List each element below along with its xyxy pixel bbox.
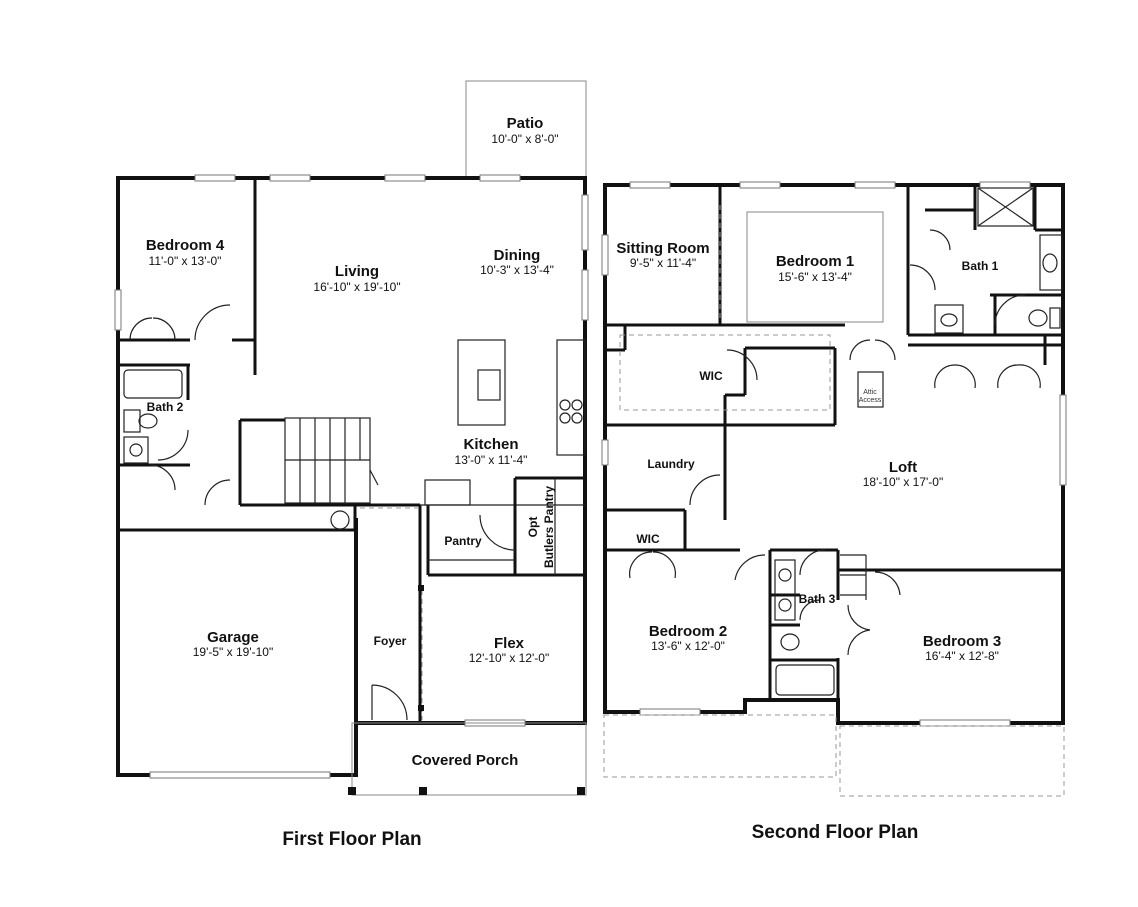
bedroom1-label: Bedroom 1 (776, 253, 854, 270)
kitchen-label: Kitchen (463, 436, 518, 453)
second-floor-plan: Sitting Room 9'-5" x 11'-4" Bedroom 1 15… (601, 181, 1067, 843)
toilet-icon (1028, 309, 1048, 327)
first-floor-stairs (284, 417, 379, 504)
shower-icon (977, 187, 1034, 227)
bedroom3-label: Bedroom 3 (923, 633, 1001, 650)
bedroom4-dimensions: 11'-0" x 13'-0" (149, 254, 222, 268)
patio-label: Patio (507, 115, 544, 132)
bath2-label: Bath 2 (147, 400, 184, 414)
loft-label: Loft (889, 459, 917, 476)
second-floor-doors (629, 229, 1041, 656)
butlers-pantry-label-2: Butlers Pantry (542, 486, 556, 568)
first-floor-roof-outline-right (839, 725, 1065, 797)
second-floor-stairs (840, 554, 867, 600)
kitchen-dimensions: 13'-0" x 11'-4" (455, 453, 528, 467)
attic-access-label-1: Attic (863, 389, 877, 396)
covered-porch-label: Covered Porch (412, 752, 519, 769)
second-floor-windows (601, 181, 1067, 727)
garage-label: Garage (207, 629, 259, 646)
first-floor-title: First Floor Plan (282, 829, 421, 850)
bath3-sink-icon (778, 568, 792, 582)
toilet-icon (780, 633, 800, 651)
bath1-label: Bath 1 (962, 259, 999, 273)
bedroom2-dimensions: 13'-6" x 12'-0" (651, 639, 725, 653)
bedroom3-dimensions: 16'-4" x 12'-8" (925, 649, 999, 663)
bath2-fixtures (123, 369, 183, 464)
second-floor-interior-walls (605, 185, 1063, 700)
stove-burner-icon (559, 399, 571, 411)
bath3-fixtures (774, 559, 835, 696)
first-floor-interior-walls (118, 178, 585, 723)
covered-porch (348, 585, 587, 796)
dining-label: Dining (494, 247, 541, 264)
bathtub-icon (775, 664, 835, 696)
patio-dimensions: 10'-0" x 8'-0" (491, 132, 558, 146)
dining-dimensions: 10'-3" x 13'-4" (480, 263, 554, 277)
wic-shelving (619, 334, 831, 411)
pantry-label: Pantry (444, 534, 482, 548)
kitchen-island (457, 339, 506, 426)
kitchen-sink (477, 369, 501, 401)
water-heater-icon (330, 510, 350, 530)
bedroom2-label: Bedroom 2 (649, 623, 727, 640)
attic-access-label-2: Access (859, 397, 882, 404)
loft-dimensions: 18'-10" x 17'-0" (863, 475, 943, 489)
garage-dimensions: 19'-5" x 19'-10" (193, 645, 273, 659)
wic1-label: WIC (699, 369, 723, 383)
sink-icon (123, 436, 149, 464)
bedroom1-tray-ceiling (746, 211, 884, 323)
butlers-pantry-label-1: Opt (526, 517, 540, 538)
kitchen-fixtures (424, 339, 586, 506)
bath1-sink-icon (1042, 253, 1058, 273)
flex-dimensions: 12'-10" x 12'-0" (469, 651, 549, 665)
first-floor-plan: Patio 10'-0" x 8'-0" Bedroom 4 11'-0" x … (114, 80, 589, 850)
sitting-room-label: Sitting Room (616, 240, 709, 257)
wic2-label: WIC (636, 532, 660, 546)
flex-label: Flex (494, 635, 525, 652)
bathtub-icon (123, 369, 183, 399)
sitting-room-dimensions: 9'-5" x 11'-4" (630, 256, 696, 270)
attic-access-hatch (857, 371, 884, 408)
laundry-label: Laundry (647, 457, 695, 471)
bedroom1-dimensions: 15'-6" x 13'-4" (778, 270, 852, 284)
living-label: Living (335, 263, 379, 280)
living-dimensions: 16'-10" x 19'-10" (313, 280, 400, 294)
first-floor-windows (114, 174, 589, 779)
first-floor-doors (129, 304, 516, 721)
bath1-fixtures (934, 187, 1063, 334)
bedroom4-label: Bedroom 4 (146, 237, 225, 254)
bath3-label: Bath 3 (799, 592, 836, 606)
first-floor-roof-outline-left (603, 714, 837, 778)
toilet-icon (138, 413, 158, 429)
second-floor-title: Second Floor Plan (752, 822, 919, 843)
foyer-label: Foyer (374, 634, 407, 648)
kitchen-counter (556, 339, 586, 456)
